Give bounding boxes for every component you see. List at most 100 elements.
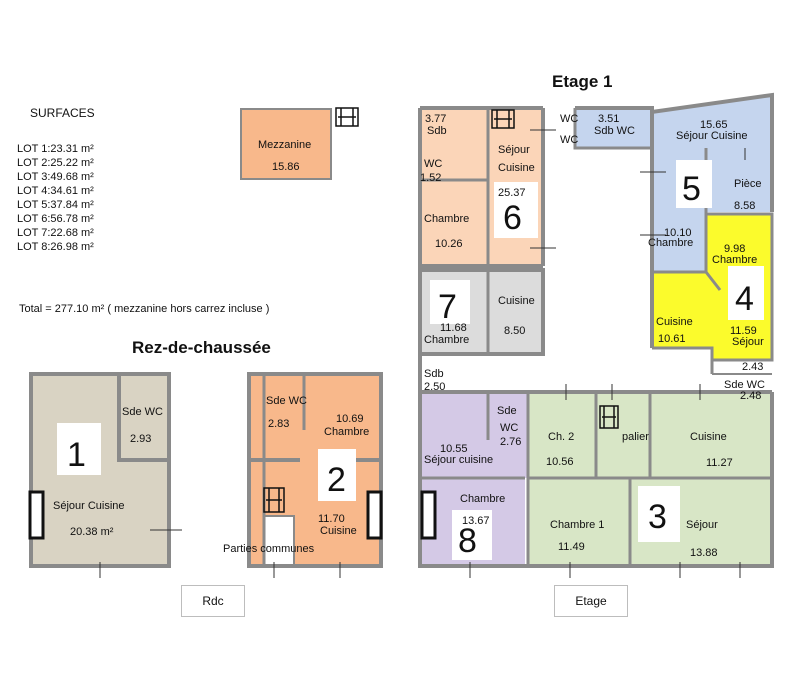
lot-3-ch2-label: Ch. 2 [548, 431, 574, 443]
lot-8-sde-label: Sde [497, 405, 517, 417]
surfaces-list: LOT 1:23.31 m² LOT 2:25.22 m² LOT 3:49.6… [17, 142, 94, 254]
lot-2-chambre-area: 10.69 [336, 413, 364, 425]
lot-8-wc-area: 2.76 [500, 436, 521, 448]
lot-6-sdb-area: 3.77 [425, 113, 446, 125]
fixtures [28, 107, 619, 540]
lot-7-cuisine-label: Cuisine [498, 295, 535, 307]
radiator-icon [28, 490, 45, 540]
lot-1-surface: LOT 1:23.31 m² [17, 143, 94, 155]
lot-number-boxes [57, 160, 764, 560]
door-marks [99, 129, 746, 578]
stairs-icon [263, 487, 285, 513]
lot-3-sejour-area: 13.88 [690, 547, 718, 559]
lot-5-piece-label: Pièce [734, 178, 762, 190]
etage-tag[interactable]: Etage [554, 585, 628, 617]
lot-4-cuisine-area: 10.61 [658, 333, 686, 345]
lot-1-number: 1 [67, 436, 86, 474]
mezzanine-label: Mezzanine [258, 139, 311, 151]
lot-2-wall [247, 372, 383, 568]
lot-1-sde-label: Sde WC [122, 406, 163, 418]
stairs-icon [335, 107, 359, 127]
radiator-icon [366, 490, 383, 540]
lot-5-chambre-label: Chambre [648, 237, 693, 249]
lot-4-sejour-label: Séjour [732, 336, 764, 348]
lot-1-sejour-label: Séjour Cuisine [53, 500, 125, 512]
lot-5-piece-area: 8.58 [734, 200, 755, 212]
lot-5-wc2-label: WC [560, 134, 578, 146]
lot-3-surface: LOT 3:49.68 m² [17, 171, 94, 183]
lot-3-chambre1-area: 11.49 [558, 541, 585, 553]
lot-1-sde-area: 2.93 [130, 433, 151, 445]
mezzanine-room [241, 109, 331, 179]
parties-wall [264, 515, 295, 566]
lot-5-sejour-label: Séjour Cuisine [676, 130, 748, 142]
lot-3-number: 3 [648, 498, 667, 536]
lot-1-sde-wall [117, 374, 169, 462]
lot-6-surface: LOT 6:56.78 m² [17, 213, 94, 225]
lot-3-ch2-area: 10.56 [546, 456, 574, 468]
lot-6-wc-label: WC [424, 158, 442, 170]
lot-2-cuisine-area: 11.70 [318, 513, 345, 525]
lot-2-surface: LOT 2:25.22 m² [17, 157, 94, 169]
lot-8-sdb-area: 2.50 [424, 381, 445, 393]
lot-4-chambre-label: Chambre [712, 254, 757, 266]
lot-4-area-1: 2.43 [742, 361, 763, 373]
lot-4-cuisine-label: Cuisine [656, 316, 693, 328]
lot-5-sdb-label: Sdb WC [594, 125, 635, 137]
lot-8-number: 8 [458, 522, 477, 560]
mezzanine-area: 15.86 [272, 161, 300, 173]
stairs-icon [491, 109, 515, 129]
lot-5-surface: LOT 5:37.84 m² [17, 199, 94, 211]
lot-8-chambre-label: Chambre [460, 493, 505, 505]
lot-4-surface: LOT 4:34.61 m² [17, 185, 94, 197]
rdc-tag[interactable]: Rdc [181, 585, 245, 617]
lot-1-sejour-area: 20.38 m² [70, 526, 114, 538]
lot-3-chambre1-label: Chambre 1 [550, 519, 604, 531]
radiator-icon [420, 490, 437, 540]
lot-3-palier-label: palier [622, 431, 649, 443]
lot-6-sejour-area: 25.37 [498, 187, 526, 199]
lot-3-cuisine-area: 11.27 [706, 457, 733, 469]
lot-7-chambre-area: 11.68 [440, 322, 467, 334]
lot-7-surface: LOT 7:22.68 m² [17, 227, 94, 239]
rdc-heading: Rez-de-chaussée [132, 338, 271, 357]
etage-heading: Etage 1 [552, 72, 613, 91]
lot-4-area-2: 2.48 [740, 390, 761, 402]
lot-6-sejour-label-1: Séjour [498, 144, 530, 156]
parties-communes-area [264, 516, 294, 566]
lot-2-chambre-label: Chambre [324, 426, 369, 438]
stairs-icon [599, 405, 619, 429]
walls [29, 92, 774, 568]
lot-7-number: 7 [438, 288, 457, 326]
lot-5-sdb-wall [573, 108, 652, 150]
lot-3-cuisine-label: Cuisine [690, 431, 727, 443]
lot-7-chambre-label: Chambre [424, 334, 469, 346]
lot-2-sde-label: Sde WC [266, 395, 307, 407]
surfaces-total: Total = 277.10 m² ( mezzanine hors carre… [19, 303, 270, 315]
lot-6-chambre-area: 10.26 [435, 238, 463, 250]
lot-7-cuisine-area: 8.50 [504, 325, 525, 337]
lot-6-wc-area: 1.52 [420, 172, 441, 184]
lot-4-wall [706, 212, 774, 362]
lot-8-sejour-area: 10.55 [440, 443, 468, 455]
lot-5-area [575, 95, 772, 272]
lot-5-sejour-area: 15.65 [700, 119, 728, 131]
parties-communes-label: Parties communes [223, 543, 315, 555]
lot-4-sde-label: Sde WC [724, 379, 765, 391]
lot-8-sdb-label: Sdb [424, 368, 444, 380]
lot-4-sejour-area: 11.59 [730, 325, 757, 337]
lot-4-area [652, 214, 772, 360]
mezzanine-wall [240, 108, 332, 180]
lot-2-sde-area: 2.83 [268, 418, 289, 430]
lot-8-wc-label: WC [500, 422, 518, 434]
lot-8-surface: LOT 8:26.98 m² [17, 241, 94, 253]
lot-5-chambre-area: 10.10 [664, 227, 692, 239]
lot-5-wc1-label: WC [560, 113, 578, 125]
lot-2-cuisine-label: Cuisine [320, 525, 357, 537]
lot-6-sdb-label: Sdb [427, 125, 447, 137]
lot-4-number: 4 [735, 280, 754, 318]
lot-4-chambre-area: 9.98 [724, 243, 745, 255]
lot-8-sejour-label: Séjour cuisine [424, 454, 493, 466]
lot-8-chambre-area: 13.67 [462, 515, 490, 527]
